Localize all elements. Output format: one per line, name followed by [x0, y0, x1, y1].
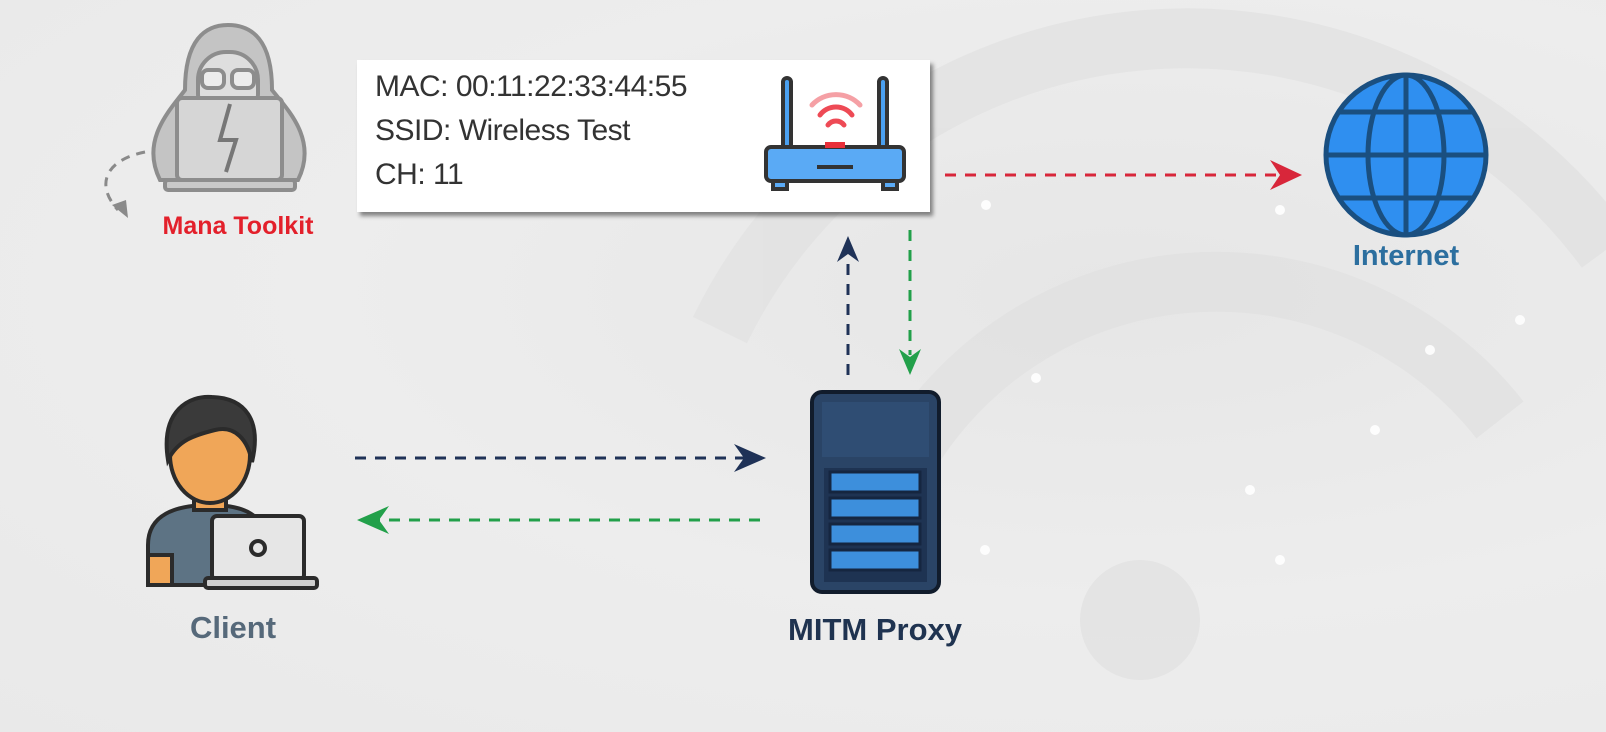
- attacker-loop-arrowhead: [112, 200, 128, 218]
- user-laptop-icon: [146, 394, 319, 590]
- arrowhead-proxy: [899, 349, 921, 375]
- ssid: SSID: Wireless Test: [375, 114, 631, 147]
- arrowhead-proxy-in: [734, 444, 766, 472]
- arrowhead-internet: [1270, 160, 1302, 190]
- mac-address: MAC: 00:11:22:33:44:55: [375, 70, 688, 103]
- client-label: Client: [189, 610, 277, 645]
- attacker-label: Mana Toolkit: [162, 212, 314, 240]
- arrowhead-client: [357, 506, 389, 534]
- arrowhead-router: [837, 236, 859, 262]
- access-point-info-card: MAC: 00:11:22:33:44:55 SSID: Wireless Te…: [357, 60, 930, 212]
- proxy-label: MITM Proxy: [788, 612, 962, 647]
- server-icon: [810, 390, 941, 594]
- background-dots: [980, 200, 1525, 565]
- globe-icon: [1323, 72, 1489, 238]
- internet-label: Internet: [1352, 240, 1460, 272]
- hacker-icon: [151, 22, 307, 192]
- channel: CH: 11: [375, 158, 464, 191]
